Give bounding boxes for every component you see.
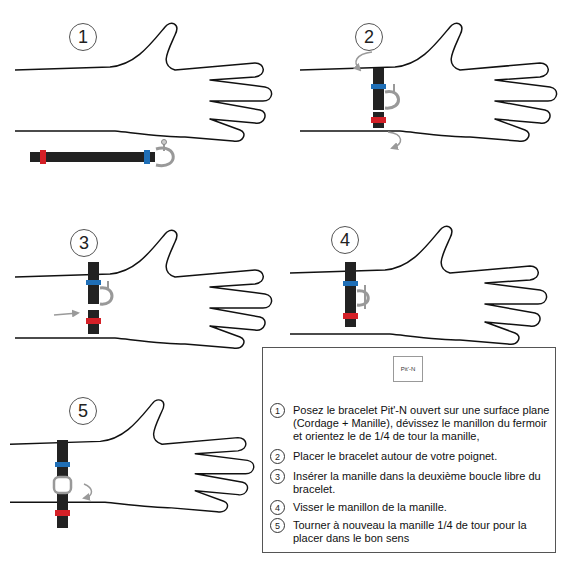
step-instruction: Placer le bracelet autour de votre poign… bbox=[293, 450, 551, 463]
bracelet-wrist bbox=[54, 440, 92, 528]
step-number: 4 bbox=[275, 503, 280, 513]
hand-drawing bbox=[15, 23, 272, 141]
bracelet-flat bbox=[30, 140, 173, 166]
step-number: 3 bbox=[79, 233, 89, 254]
bracelet-wrist bbox=[356, 52, 401, 148]
step-number: 2 bbox=[364, 27, 374, 48]
hand-drawing bbox=[300, 23, 557, 141]
hand-drawing bbox=[10, 400, 254, 512]
step-number: 5 bbox=[78, 401, 88, 422]
step-number-circle: 1 bbox=[270, 403, 285, 418]
step-instruction: Visser le manillon de la manille. bbox=[293, 501, 551, 514]
step-number: 1 bbox=[78, 27, 88, 48]
step-number-circle: 3 bbox=[70, 229, 98, 257]
step-instruction: Insérer la manille dans la deuxième bouc… bbox=[293, 470, 551, 496]
step-instruction: Posez le bracelet Pit'-N ouvert sur une … bbox=[293, 404, 551, 443]
step-number: 1 bbox=[275, 406, 280, 416]
step-number-circle: 2 bbox=[355, 23, 383, 51]
instruction-box: Posez le bracelet Pit'-N ouvert sur une … bbox=[262, 347, 556, 553]
logo-text: Pit'-N bbox=[401, 366, 415, 372]
step-number: 4 bbox=[340, 230, 350, 251]
step-number-circle: 5 bbox=[69, 397, 97, 425]
hand-drawing bbox=[290, 226, 547, 344]
step-number: 5 bbox=[275, 521, 280, 531]
hand-drawing bbox=[15, 230, 272, 348]
step-number-circle: 4 bbox=[331, 226, 359, 254]
bracelet-wrist bbox=[54, 262, 112, 334]
step-number-circle: 4 bbox=[270, 500, 285, 515]
step-number-circle: 2 bbox=[270, 449, 285, 464]
step-number-circle: 5 bbox=[270, 518, 285, 533]
step-number: 3 bbox=[275, 472, 280, 482]
step-instruction: Tourner à nouveau la manille 1/4 de tour… bbox=[293, 519, 551, 545]
step-number-circle: 1 bbox=[69, 23, 97, 51]
bracelet-wrist bbox=[343, 262, 368, 327]
step-number-circle: 3 bbox=[270, 469, 285, 484]
brand-logo: Pit'-N bbox=[393, 356, 423, 382]
step-number: 2 bbox=[275, 452, 280, 462]
